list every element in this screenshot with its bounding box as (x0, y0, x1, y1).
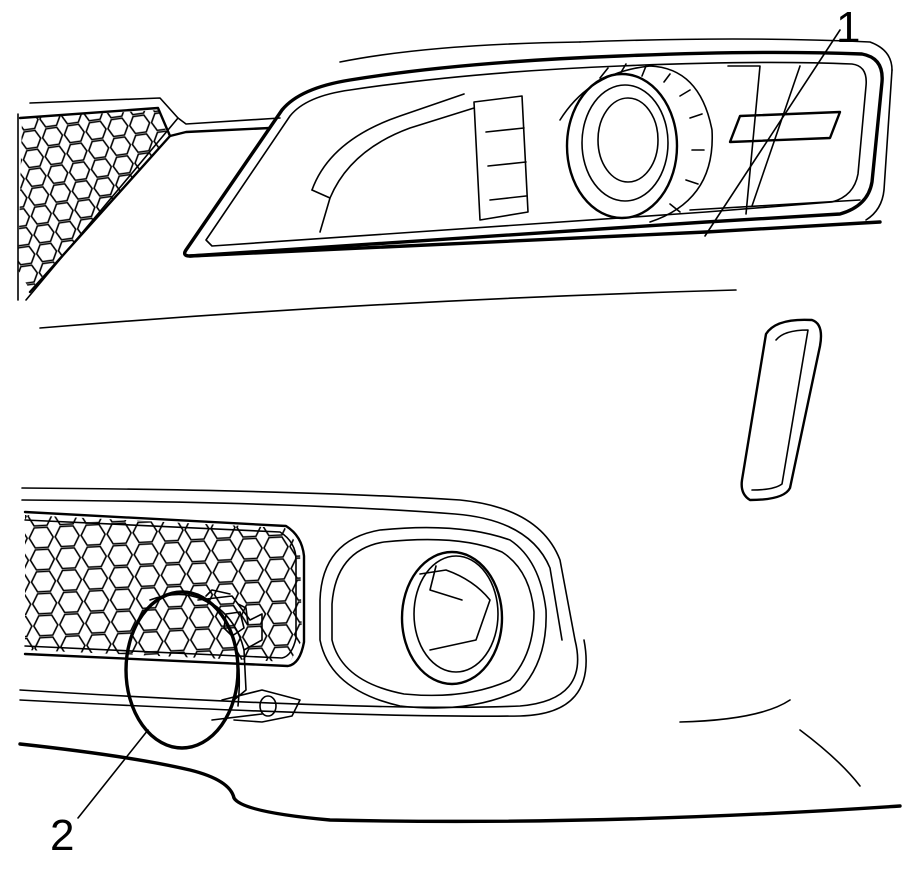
fog-lamp-opening (319, 526, 547, 709)
front-bumper (18, 487, 902, 824)
fog-lamp (124, 589, 301, 750)
side-marker (740, 318, 823, 502)
lower-grille (23, 510, 306, 668)
upper-grille (17, 97, 281, 301)
leader-line-2 (77, 729, 149, 819)
leader-line-1 (704, 29, 841, 237)
headlamp-assembly (182, 50, 884, 258)
callout-label-2: 2 (50, 811, 75, 860)
hood-contour (339, 38, 893, 221)
body-crease-line (39, 289, 737, 329)
callout-label-1: 1 (836, 3, 861, 52)
